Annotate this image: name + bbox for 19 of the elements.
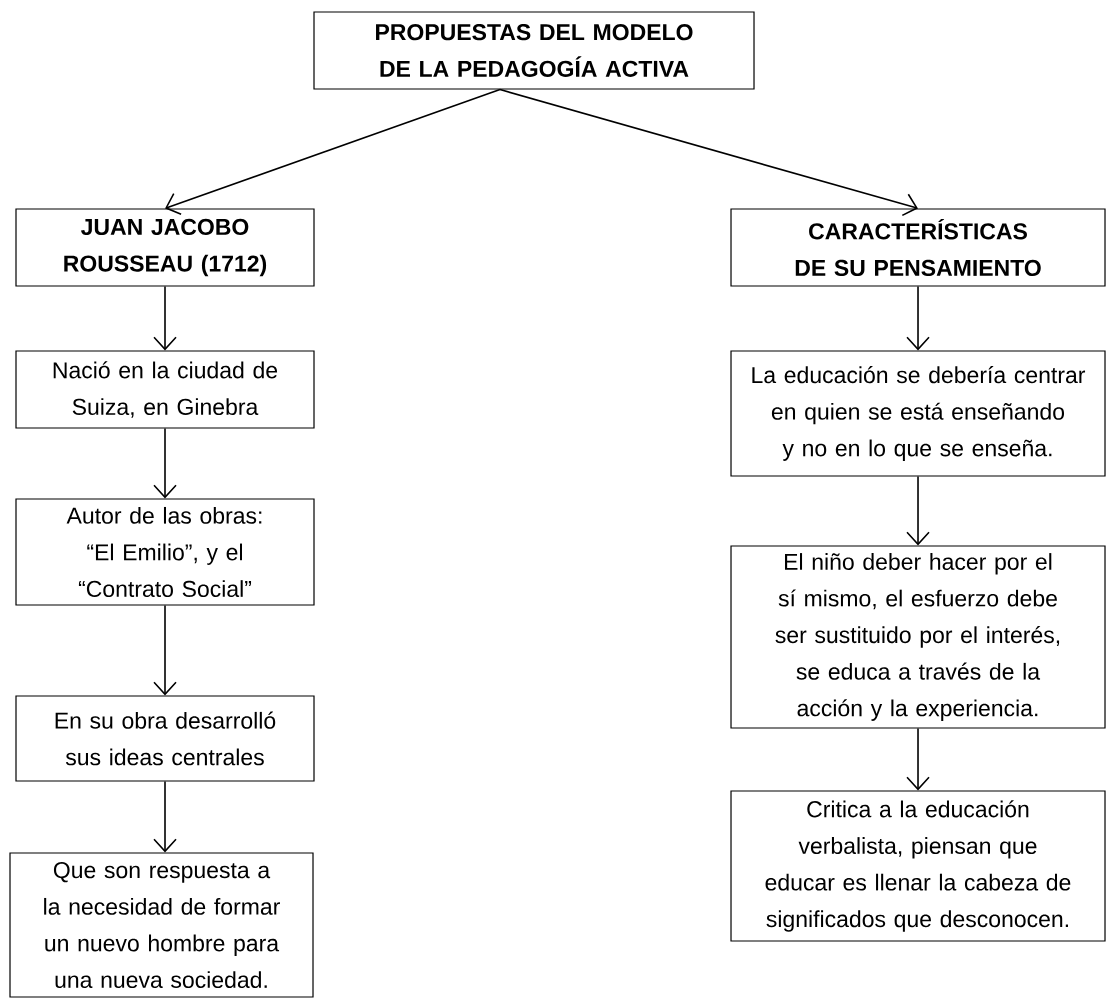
arrow	[906, 285, 930, 351]
text-box: Critica a la educación verbalista, piensan que educar es llenar la cabeza de significados que desconocen.	[730, 790, 1106, 942]
arrow	[153, 427, 177, 499]
title-box: PROPUESTAS DEL MODELO DE LA PEDAGOGÍA ACTIVA	[313, 11, 755, 90]
arrow	[906, 727, 930, 791]
arrow	[153, 604, 177, 696]
arrow	[499, 88, 918, 217]
arrow	[153, 285, 177, 351]
arrow	[906, 475, 930, 546]
text-box: El niño deber hacer por el sí mismo, el esfuerzo debe ser sustituido por el interés, se educa a través de la acción y la experiencia.	[730, 545, 1106, 729]
arrow	[153, 780, 177, 853]
text-box: Autor de las obras: “El Emilio”, y el “Contrato Social”	[15, 498, 315, 606]
text-box: La educación se debería centrar en quien se está enseñando y no en lo que se enseña.	[730, 350, 1106, 477]
heading-box: JUAN JACOBO ROUSSEAU (1712)	[15, 208, 315, 287]
arrow	[165, 88, 501, 216]
text-box: Nació en la ciudad de Suiza, en Ginebra	[15, 350, 315, 429]
heading-box: CARACTERÍSTICAS DE SU PENSAMIENTO	[730, 208, 1106, 287]
text-box: Que son respuesta a la necesidad de formar un nuevo hombre para una nueva sociedad.	[9, 852, 314, 998]
text-box: En su obra desarrolló sus ideas centrales	[15, 695, 315, 782]
